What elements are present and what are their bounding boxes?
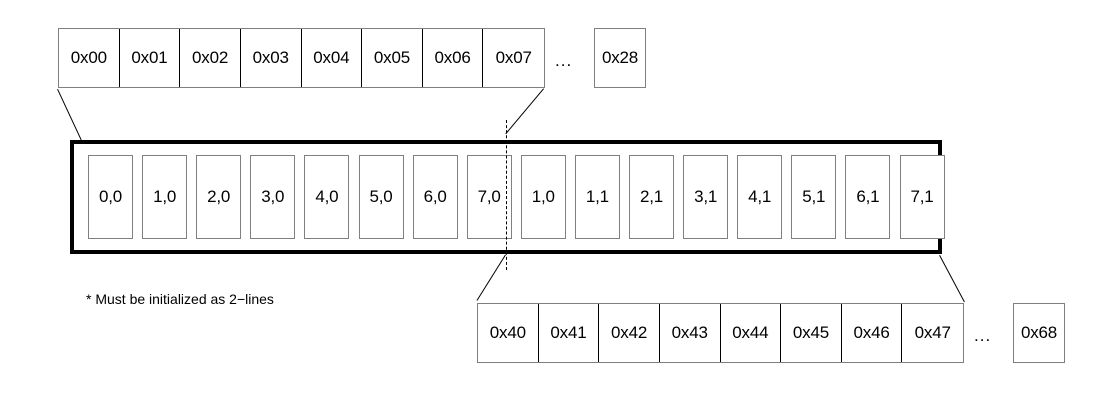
- bottom-address-cell: 0x43: [659, 304, 721, 362]
- bottom-address-cell: 0x47: [902, 304, 963, 362]
- top-address-cell: 0x03: [240, 29, 302, 87]
- cache-line-slot: 1,0: [142, 155, 188, 239]
- cache-line-slot: 2,1: [629, 155, 674, 239]
- bottom-address-cell: 0x44: [720, 304, 782, 362]
- cache-line-slot: 6,0: [412, 155, 458, 239]
- line-split-divider: [506, 120, 507, 270]
- cache-line-slot: 1,1: [574, 155, 620, 239]
- footnote-text: * Must be initialized as 2−lines: [86, 291, 274, 307]
- leader-line-top-left: [57, 89, 82, 141]
- top-address-cell: 0x04: [301, 29, 363, 87]
- cache-line-slot: 1,0: [520, 155, 566, 239]
- top-address-cell: 0x06: [422, 29, 484, 87]
- leader-line-bottom-left: [476, 254, 506, 301]
- leader-line-top-right: [505, 88, 544, 135]
- top-ellipsis: ...: [555, 51, 573, 70]
- top-address-cell: 0x01: [119, 29, 181, 87]
- cache-line-slot: 7,1: [899, 155, 945, 239]
- cache-line-slot: 7,0: [466, 155, 512, 239]
- top-address-cell: 0x02: [180, 29, 241, 87]
- bottom-address-cell: 0x42: [599, 304, 660, 362]
- cache-line-slot: 0,0: [88, 155, 133, 239]
- top-address-cell: 0x00: [59, 29, 120, 87]
- top-address-cell: 0x05: [362, 29, 423, 87]
- bottom-address-cell: 0x40: [478, 304, 539, 362]
- bottom-address-cell: 0x46: [841, 304, 903, 362]
- cache-line-slot: 3,0: [250, 155, 296, 239]
- cache-line-slot: 5,1: [791, 155, 837, 239]
- cache-line-slot: 6,1: [845, 155, 891, 239]
- top-tail-address-cell: 0x28: [594, 28, 646, 88]
- cache-line-slot: 4,1: [737, 155, 783, 239]
- cache-line-slot: 4,0: [304, 155, 350, 239]
- top-address-cell: 0x07: [483, 29, 544, 87]
- bottom-address-cell: 0x45: [781, 304, 842, 362]
- cache-line-slot: 5,0: [358, 155, 404, 239]
- bottom-ellipsis: ...: [974, 326, 992, 345]
- leader-line-bottom-right: [939, 255, 965, 303]
- cache-line-slot: 2,0: [196, 155, 242, 239]
- bottom-tail-address-cell: 0x68: [1013, 303, 1065, 363]
- cache-line-slot: 3,1: [683, 155, 729, 239]
- bottom-address-cell: 0x41: [538, 304, 600, 362]
